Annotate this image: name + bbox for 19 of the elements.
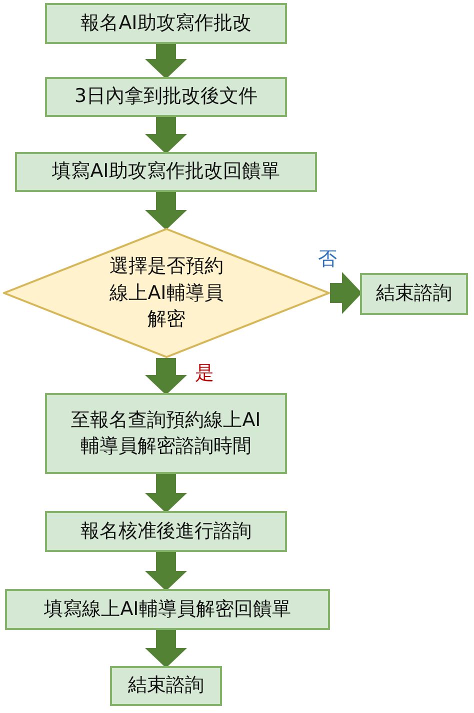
decision-text: 選擇是否預約線上AI輔導員解密 (108, 254, 224, 332)
process-box: 結束諮詢 (360, 273, 468, 315)
block-arrow (145, 552, 187, 591)
edge-label: 是 (195, 361, 214, 386)
process-box: 填寫AI助攻寫作批改回饋單 (15, 152, 317, 192)
block-arrow (145, 474, 187, 513)
block-arrow (145, 630, 187, 668)
block-arrow (145, 192, 187, 230)
block-arrow (145, 358, 187, 395)
edge-label: 否 (318, 247, 337, 272)
process-box: 3日內拿到批改後文件 (45, 77, 287, 117)
process-box: 至報名查詢預約線上AI輔導員解密諮詢時間 (45, 393, 287, 474)
process-box: 報名核准後進行諮詢 (45, 511, 287, 552)
process-box: 報名AI助攻寫作批改 (45, 3, 287, 44)
block-arrow (145, 44, 187, 79)
block-arrow (330, 272, 362, 314)
block-arrow (145, 117, 187, 154)
process-box: 填寫線上AI輔導員解密回饋單 (5, 589, 330, 630)
process-box: 結束諮詢 (110, 666, 222, 706)
